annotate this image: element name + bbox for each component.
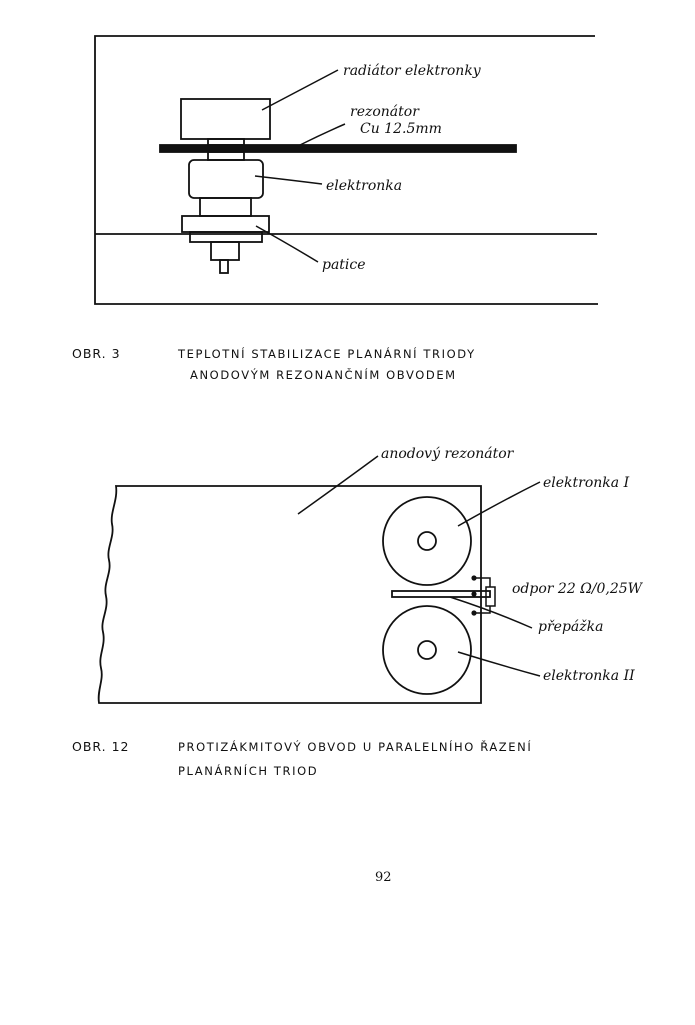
label-tube: elektronka — [326, 178, 402, 194]
label-radiator: radiátor elektronky — [343, 63, 482, 79]
leader-tube2 — [457, 651, 541, 677]
caption-number-fig3: OBR. 3 — [72, 346, 121, 361]
label-resistor: odpor 22 Ω/0,25W — [512, 581, 644, 597]
tube-2-center — [417, 640, 437, 660]
label-resonator: rezonátor — [350, 104, 420, 120]
label-septum: přepážka — [538, 618, 603, 635]
contact-dot-bottom — [471, 610, 477, 616]
tube-1-center — [417, 531, 437, 551]
tube-radiator — [180, 98, 271, 140]
leader-resonator — [297, 123, 346, 147]
figure-12 — [97, 455, 541, 704]
socket-stem — [210, 241, 240, 261]
electron-tube — [188, 159, 264, 199]
caption-line1-fig3: TEPLOTNÍ STABILIZACE PLANÁRNÍ TRIODY — [177, 346, 476, 361]
leader-tube1 — [457, 481, 541, 527]
label-socket: patice — [322, 257, 366, 273]
socket-flange — [181, 215, 270, 233]
caption-number-fig12: OBR. 12 — [72, 739, 130, 754]
resistor-wire-bottom — [474, 606, 491, 614]
label-tube-1: elektronka I — [543, 475, 630, 491]
resistor-wire-top — [474, 577, 491, 587]
socket-pin — [219, 259, 229, 274]
leader-socket — [255, 225, 319, 263]
figure-3 — [94, 35, 598, 305]
contact-dot-septum — [471, 591, 477, 597]
leader-tube — [254, 175, 323, 185]
contact-dot-top — [471, 575, 477, 581]
tube-neck — [207, 151, 245, 161]
anode-resonator-plate — [97, 485, 482, 704]
caption-line2-fig3: ANODOVÝM REZONANČNÍM OBVODEM — [190, 367, 457, 382]
contact-dots — [471, 575, 477, 616]
tube-2-outer — [382, 605, 472, 695]
chassis-frame — [94, 35, 598, 305]
label-resonator-spec: Cu 12.5mm — [360, 121, 442, 137]
label-tube-2: elektronka II — [543, 668, 635, 684]
leader-radiator — [261, 69, 339, 111]
caption-line2-fig12: PLANÁRNÍCH TRIOD — [178, 763, 318, 778]
septum-strip — [391, 590, 491, 598]
leader-anode-resonator — [297, 455, 379, 515]
copper-resonator — [159, 144, 517, 153]
leader-septum — [449, 596, 533, 629]
label-anode-resonator: anodový rezonátor — [381, 445, 515, 462]
tube-base — [199, 197, 252, 217]
caption-line1-fig12: PROTIZÁKMITOVÝ OBVOD U PARALELNÍHO ŘAZEN… — [178, 739, 532, 754]
page-number: 92 — [375, 870, 392, 885]
tube-1-outer — [382, 496, 472, 586]
